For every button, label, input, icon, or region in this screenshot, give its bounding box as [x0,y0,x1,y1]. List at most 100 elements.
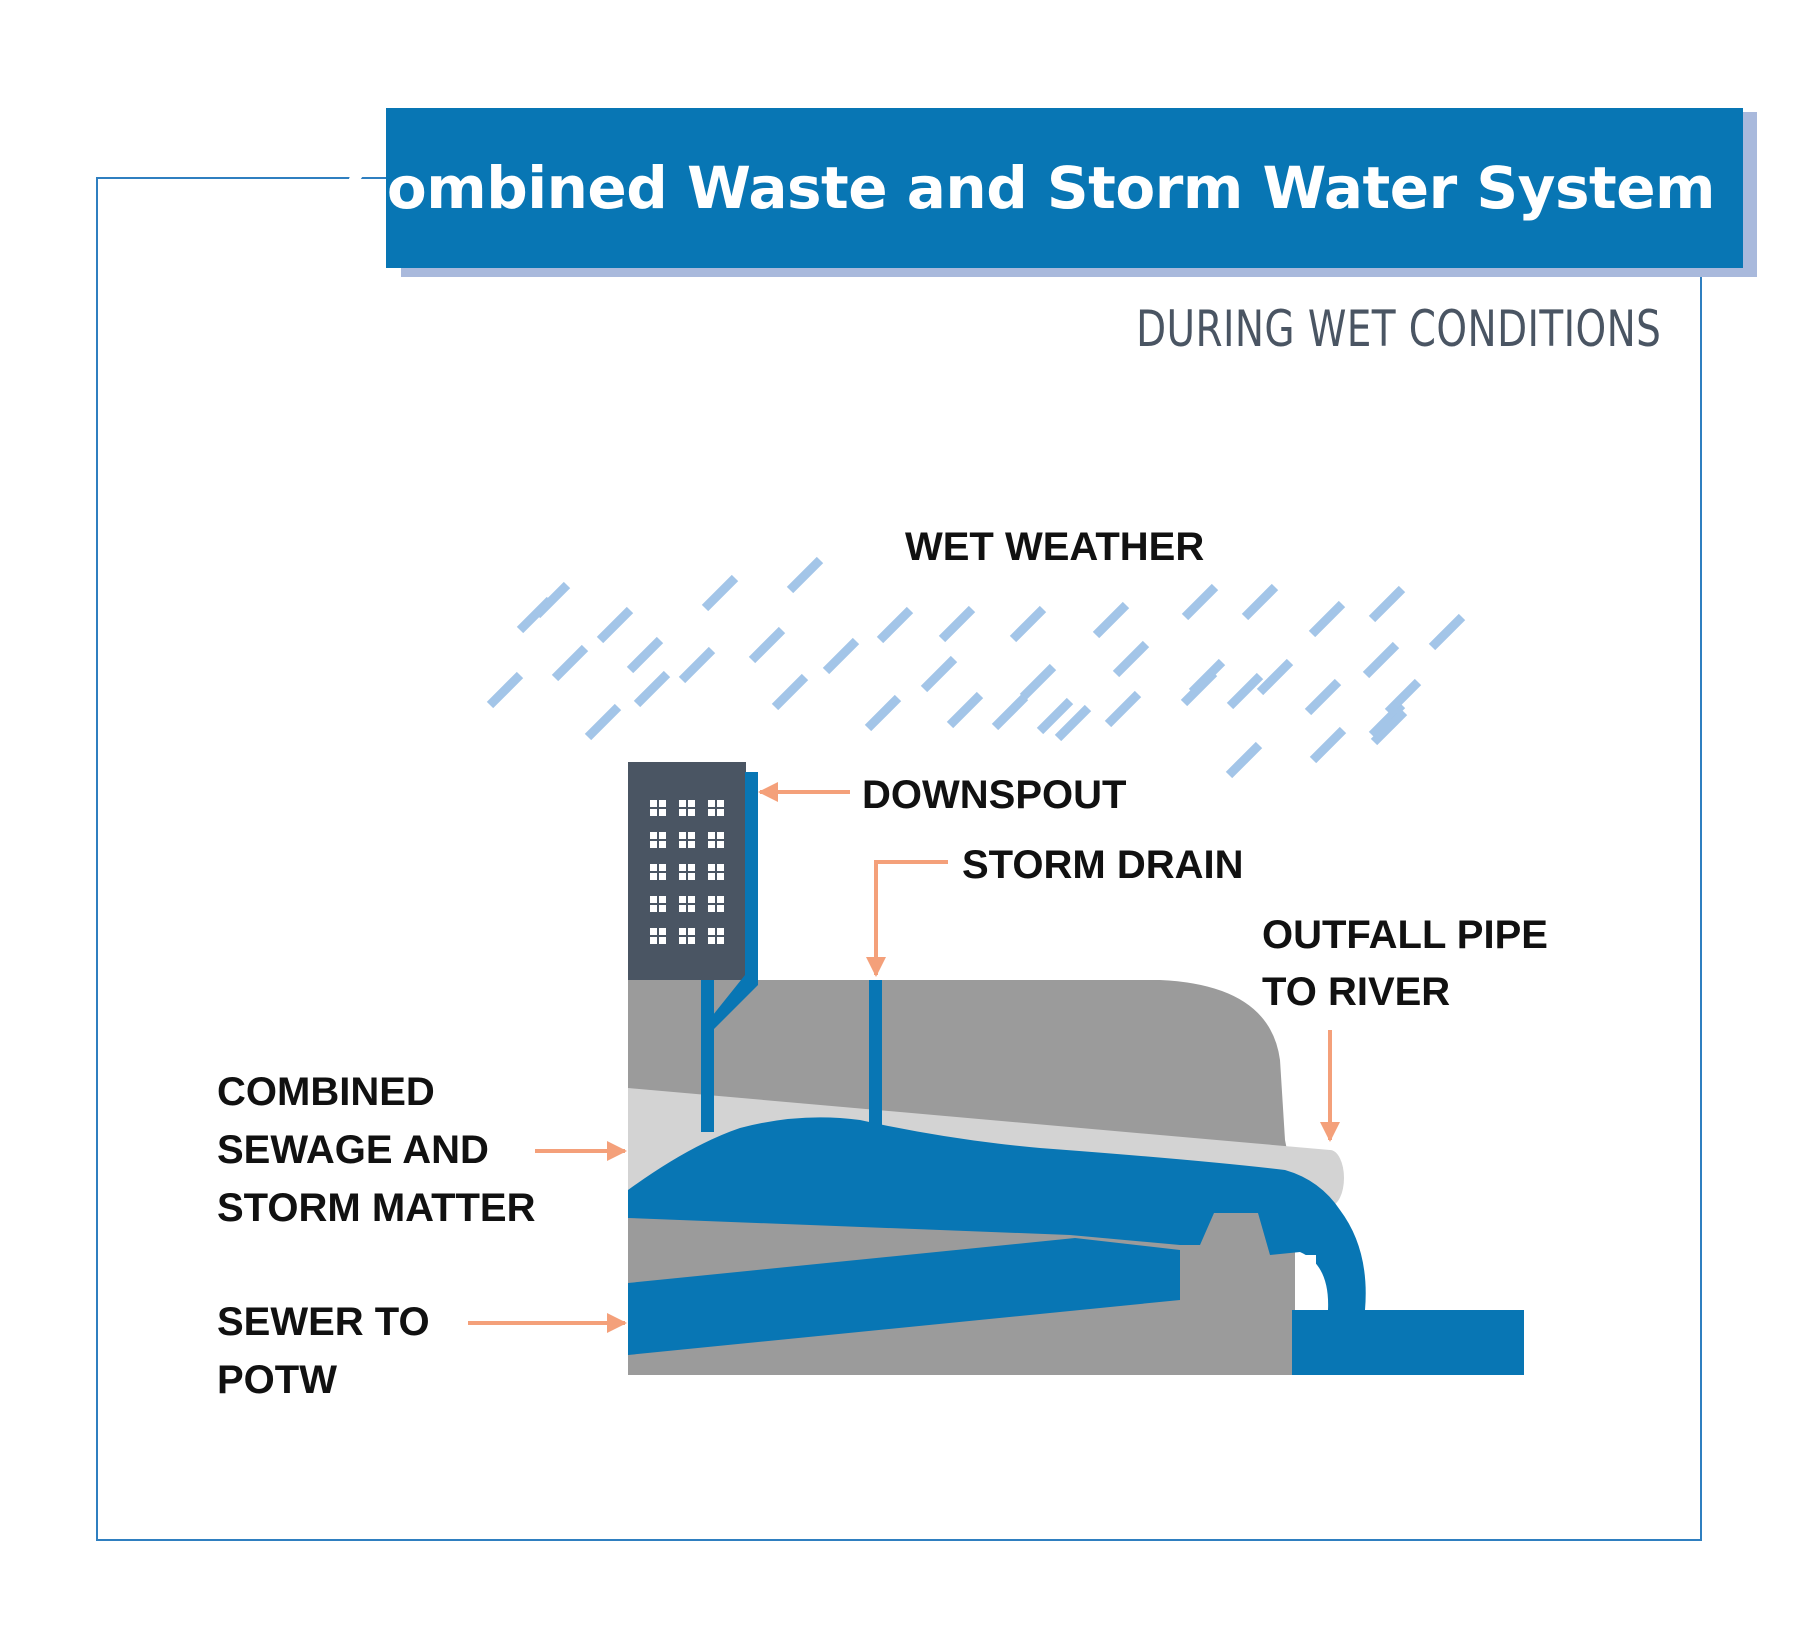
rain-streak [1226,672,1264,710]
window-pane [679,841,686,848]
rain-streak [1370,708,1408,746]
label-outfall-line2: TO RIVER [1262,970,1450,1014]
window-pane [708,905,715,912]
window-pane [679,809,686,816]
window-pane [659,896,666,903]
rain-streak [786,556,824,594]
rain-streak [1092,601,1130,639]
label-sewer-line1: SEWER TO [217,1300,430,1344]
rain-streak [1428,613,1466,651]
rain-streak [1104,690,1142,728]
rain-streak [1256,658,1294,696]
window-pane [650,905,657,912]
window-pane [650,928,657,935]
window-pane [679,905,686,912]
label-downspout: DOWNSPOUT [862,773,1126,817]
window-pane [708,809,715,816]
page-subtitle: DURING WET CONDITIONS [1135,300,1661,358]
rain-streak [1368,701,1406,739]
window-pane [679,937,686,944]
window-pane [659,809,666,816]
river [1292,1310,1524,1375]
window-pane [650,937,657,944]
rain-streak [1362,641,1400,679]
combined-flow [628,1117,1366,1310]
window-pane [659,841,666,848]
window-pane [650,800,657,807]
window-pane [688,873,695,880]
window-pane [688,896,695,903]
rain-streak [584,703,622,741]
window-pane [688,937,695,944]
label-combined-line2: SEWAGE AND [217,1128,489,1172]
window-pane [650,896,657,903]
window-pane [717,841,724,848]
window-pane [717,873,724,880]
window-pane [717,800,724,807]
window-pane [650,864,657,871]
rain-streak [1225,741,1263,779]
storm-drain-arrow [866,860,948,977]
label-wet-weather: WET WEATHER [905,525,1204,569]
label-sewer-line2: POTW [217,1358,337,1402]
window-pane [708,800,715,807]
window-pane [659,928,666,935]
downspout-drop [701,980,714,1132]
window-pane [650,873,657,880]
rain-streak [596,606,634,644]
window-pane [717,809,724,816]
rain-streak [822,637,860,675]
window-pane [708,896,715,903]
rain-streak [946,691,984,729]
rain-streak [876,606,914,644]
window-pane [717,937,724,944]
rain-streak [626,636,664,674]
label-storm-drain: STORM DRAIN [962,843,1243,887]
window-pane [688,864,695,871]
rain-streak [938,605,976,643]
window-pane [708,928,715,935]
window-pane [708,832,715,839]
rain-streak [486,671,524,709]
rain-streak [864,694,902,732]
rain-streak [1019,663,1057,701]
rain-streak [1054,704,1092,742]
window-pane [659,873,666,880]
label-combined-line1: COMBINED [217,1070,435,1114]
window-pane [659,800,666,807]
rain-streak [551,644,589,682]
window-pane [650,832,657,839]
window-pane [679,864,686,871]
rain-streak [920,655,958,693]
window-pane [679,928,686,935]
window-pane [688,800,695,807]
rain-streak [1368,585,1406,623]
downspout-pipe [745,772,758,982]
window-pane [717,905,724,912]
sewer-pipe [628,1238,1180,1355]
rain-streak [1384,678,1422,716]
building-windows [650,800,724,944]
rain-streak [633,670,671,708]
window-pane [679,896,686,903]
window-pane [659,832,666,839]
window-pane [679,873,686,880]
rain-streak [1009,605,1047,643]
window-pane [659,864,666,871]
window-pane [717,928,724,935]
window-pane [650,809,657,816]
window-pane [659,905,666,912]
rain-streak [748,626,786,664]
window-pane [708,841,715,848]
rain-streak [1309,726,1347,764]
rain-streak [1188,658,1226,696]
rain-streak [1181,583,1219,621]
window-pane [688,841,695,848]
rain-streak [771,673,809,711]
building [628,762,746,980]
rain-streak [678,646,716,684]
window-pane [717,896,724,903]
rain-streak [701,574,739,612]
window-pane [688,928,695,935]
window-pane [688,905,695,912]
